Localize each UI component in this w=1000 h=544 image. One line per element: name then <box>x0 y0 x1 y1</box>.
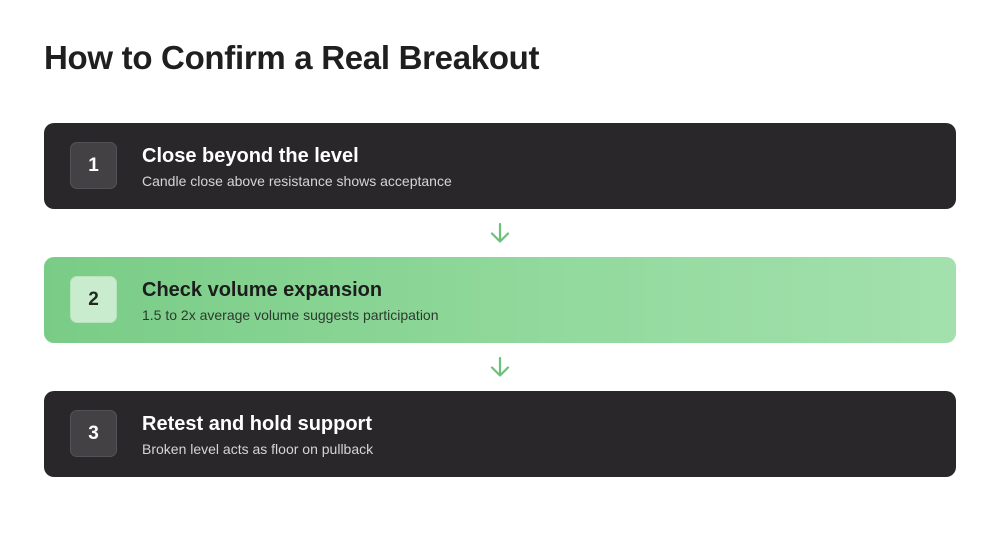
step-description: Candle close above resistance shows acce… <box>142 173 452 189</box>
step-card-1: 1 Close beyond the level Candle close ab… <box>44 123 956 209</box>
page-title: How to Confirm a Real Breakout <box>44 39 540 76</box>
steps-flow: 1 Close beyond the level Candle close ab… <box>44 123 956 477</box>
step-number-badge: 1 <box>70 142 117 189</box>
step-title: Close beyond the level <box>142 145 359 167</box>
connector-1 <box>44 209 956 257</box>
step-number-badge: 2 <box>70 276 117 323</box>
connector-2 <box>44 343 956 391</box>
arrow-down-icon <box>490 222 510 243</box>
step-card-3: 3 Retest and hold support Broken level a… <box>44 391 956 477</box>
step-description: 1.5 to 2x average volume suggests partic… <box>142 307 439 323</box>
step-title: Retest and hold support <box>142 413 372 435</box>
step-title: Check volume expansion <box>142 279 383 301</box>
step-number-badge: 3 <box>70 410 117 457</box>
arrow-down-icon <box>490 356 510 377</box>
step-description: Broken level acts as floor on pullback <box>142 441 374 457</box>
step-card-2: 2 Check volume expansion 1.5 to 2x avera… <box>44 257 956 343</box>
